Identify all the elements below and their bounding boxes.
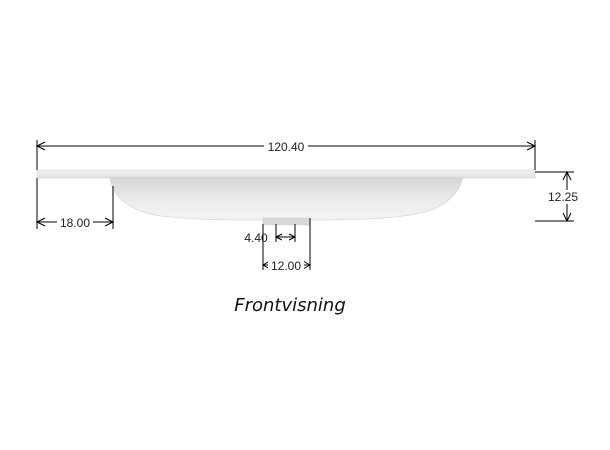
drain-width-label: 12.00 <box>271 259 301 273</box>
sink-bowl <box>109 176 464 221</box>
sink-top-slab <box>36 169 536 179</box>
height-label: 12.25 <box>548 190 578 204</box>
height-arrow-top <box>562 170 572 181</box>
overall-width-arrow-left <box>35 141 46 151</box>
drain-outlet <box>262 217 310 226</box>
left-offset-arrow-left <box>35 217 46 227</box>
left-offset-arrow-right <box>104 217 115 227</box>
drain-width-arrow-left <box>261 260 271 270</box>
drain-diameter-arrow-right <box>288 233 297 241</box>
left-offset-label: 18.00 <box>60 216 90 230</box>
overall-width-arrow-right <box>526 141 537 151</box>
drain-diameter-arrow-left <box>274 233 283 241</box>
height-arrow-bottom <box>562 212 572 223</box>
view-caption: Frontvisning <box>234 295 346 316</box>
overall-width-label: 120.40 <box>268 140 305 154</box>
drain-diameter-label: 4.40 <box>244 231 268 245</box>
drain-width-arrow-right <box>302 260 312 270</box>
